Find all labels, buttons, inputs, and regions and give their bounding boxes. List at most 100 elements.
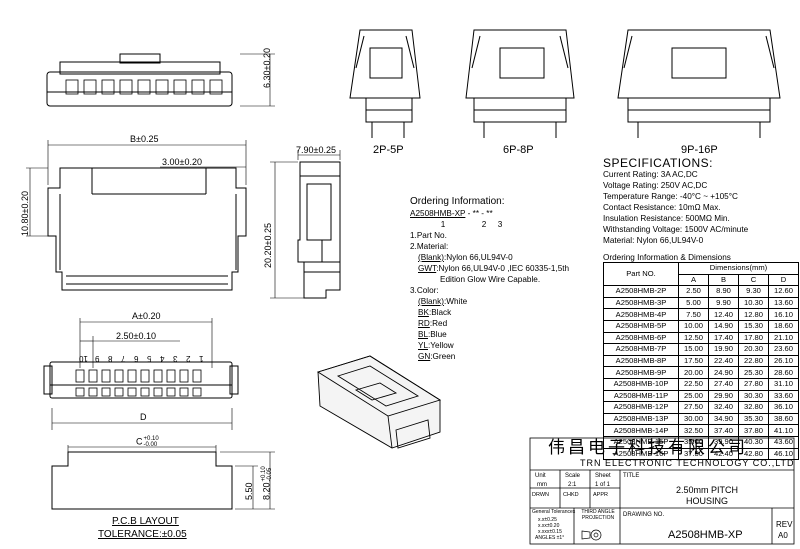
- company-name-en: TRN ELECTRONIC TECHNOLOGY CO.,LTD: [580, 458, 795, 468]
- table-cell-value: 5.00: [678, 296, 709, 310]
- table-cell-part: A2508HMB-11P: [603, 389, 679, 403]
- table-cell-part: A2508HMB-13P: [603, 412, 679, 426]
- scale-value: 2:1: [568, 482, 577, 488]
- ordering-color-title: 3.Color:: [410, 286, 439, 295]
- pin-number: 9: [95, 354, 100, 363]
- table-cell-value: 36.10: [768, 401, 799, 414]
- dim-d: D: [140, 412, 147, 422]
- ordering-color-black: BK:Black: [418, 308, 452, 317]
- table-cell-value: 30.00: [678, 412, 709, 426]
- table-cell-value: 27.50: [678, 401, 709, 414]
- table-cell-value: 9.30: [738, 285, 769, 298]
- table-cell-value: 24.90: [708, 366, 739, 379]
- ordering-color-red: RD:Red: [418, 319, 448, 328]
- table-cell-value: 32.40: [708, 401, 739, 414]
- ordering-material-title: 2.Material:: [410, 242, 449, 251]
- view-label-2p-5p: 2P-5P: [373, 144, 404, 156]
- table-cell-value: 13.60: [768, 296, 799, 310]
- table-cell-value: 43.60: [768, 435, 799, 449]
- table-cell-value: 22.50: [678, 377, 709, 391]
- dim-h-pcb2: 8.20+0.10-0.05: [261, 466, 273, 500]
- company-name-cn: 伟昌电子科技有限公司: [548, 438, 748, 458]
- dim-c: C+0.10-0.00: [136, 436, 159, 448]
- ordering-part-no: 1.Part No.: [410, 231, 447, 240]
- spec-line: Contact Resistance: 10mΩ Max.: [603, 203, 721, 212]
- table-cell-value: 22.80: [738, 354, 769, 368]
- table-cell-value: 35.30: [738, 412, 769, 426]
- table-cell-part: A2508HMB-10P: [603, 377, 679, 391]
- table-cell-value: 38.60: [768, 412, 799, 426]
- table-header-c: C: [738, 273, 769, 287]
- view-label-6p-8p: 6P-8P: [503, 144, 534, 156]
- ordering-code: A2508HMB-XP - ** - **: [410, 209, 493, 218]
- title-line-1: 2.50mm PITCH: [676, 485, 739, 495]
- table-cell-value: 17.50: [678, 354, 709, 368]
- side-view: [270, 150, 341, 299]
- table-cell-value: 14.90: [708, 319, 739, 333]
- table-cell-part: A2508HMB-3P: [603, 296, 679, 310]
- pin-number: 3: [173, 354, 178, 363]
- dim-height-top: 6.30±0.20: [262, 48, 272, 88]
- table-cell-value: 17.40: [708, 331, 739, 345]
- table-cell-value: 9.90: [708, 296, 739, 310]
- dimensions-table: Part NO. Dimensions(mm) A B C D A2508HMB…: [603, 261, 799, 461]
- table-header-b: B: [708, 273, 739, 287]
- table-cell-value: 37.40: [708, 424, 739, 437]
- table-cell-value: 33.60: [768, 389, 799, 403]
- pin-number: 7: [121, 354, 126, 363]
- table-cell-value: 19.90: [708, 343, 739, 356]
- table-cell-part: A2508HMB-9P: [603, 366, 679, 379]
- pin-number: 6: [134, 354, 139, 363]
- front-view: [26, 140, 247, 291]
- table-cell-value: 10.00: [678, 319, 709, 333]
- view-label-9p-16p: 9P-16P: [681, 144, 718, 156]
- bottom-view: [43, 318, 239, 448]
- sheet-label: Sheet: [595, 473, 611, 479]
- spec-line: Material: Nylon 66,UL94V-0: [603, 236, 704, 245]
- pin-number: 1: [199, 354, 204, 363]
- ordering-dims-title: Ordering Information & Dimensions: [603, 253, 731, 262]
- table-cell-value: 12.80: [738, 308, 769, 321]
- chkd-label: CHKD: [563, 492, 579, 498]
- table-cell-value: 10.30: [738, 296, 769, 310]
- pin-number: 10: [79, 354, 88, 363]
- pcb-layout-tolerance: TOLERANCE:±0.05: [98, 529, 187, 540]
- table-cell-value: 28.60: [768, 366, 799, 379]
- ordering-color-yellow: YL:Yellow: [418, 341, 454, 350]
- table-cell-value: 26.10: [768, 354, 799, 368]
- table-cell-value: 2.50: [678, 285, 709, 298]
- table-cell-value: 25.00: [678, 389, 709, 403]
- projection-symbol: [581, 529, 602, 541]
- table-cell-value: 30.30: [738, 389, 769, 403]
- pin-number: 4: [160, 354, 165, 363]
- table-cell-value: 46.10: [768, 447, 799, 461]
- pcb-layout-title: P.C.B LAYOUT: [112, 516, 179, 527]
- table-header-dims: Dimensions(mm): [678, 262, 799, 275]
- appr-label: APPR: [593, 492, 608, 498]
- profile-view-6p-8p: [465, 29, 575, 138]
- table-cell-value: 20.00: [678, 366, 709, 379]
- profile-view-2p-5p: [349, 29, 421, 138]
- table-cell-value: 27.80: [738, 377, 769, 391]
- unit-value: mm: [537, 482, 547, 488]
- ordering-material-blank: (Blank):Nylon 66,UL94V-0: [418, 253, 513, 262]
- table-header-d: D: [768, 273, 799, 287]
- projection-label: THIRD ANGLE PROJECTION: [581, 509, 615, 521]
- dim-h-pcb: 5.50: [244, 482, 254, 500]
- dim-height-front: 10.80±0.20: [20, 191, 30, 236]
- table-cell-part: A2508HMB-2P: [603, 285, 679, 298]
- table-cell-value: 16.10: [768, 308, 799, 321]
- table-cell-value: 12.60: [768, 285, 799, 298]
- rev-value: A0: [778, 531, 788, 540]
- table-cell-value: 8.90: [708, 285, 739, 298]
- table-cell-value: 25.30: [738, 366, 769, 379]
- ordering-color-blue: BL:Blue: [418, 330, 447, 339]
